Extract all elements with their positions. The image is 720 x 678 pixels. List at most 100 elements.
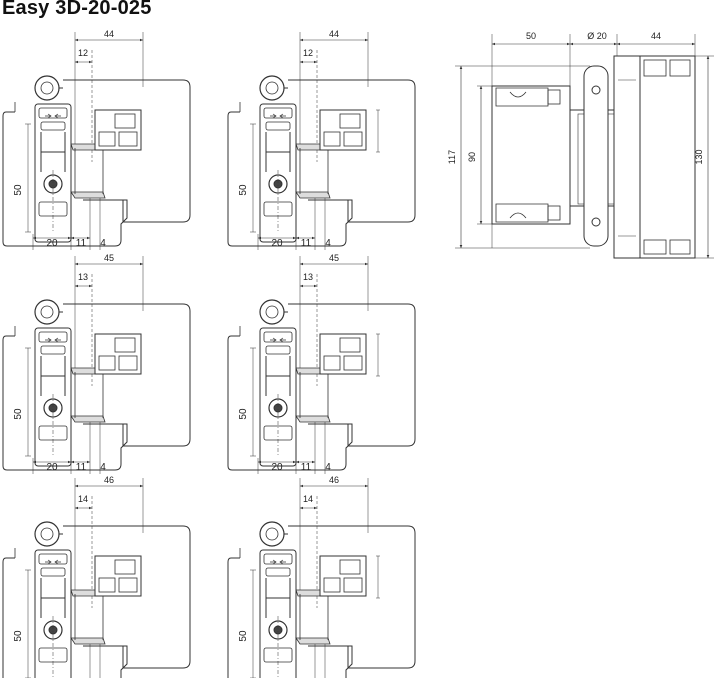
frame-outline bbox=[2, 335, 128, 471]
hinge-pin-bottom bbox=[70, 637, 106, 645]
knuckle-screw bbox=[591, 85, 601, 95]
dim-top-head-b bbox=[140, 38, 143, 42]
door-outline bbox=[63, 303, 191, 447]
pocket-cell bbox=[339, 559, 361, 575]
hinge-slot bbox=[40, 567, 66, 577]
dim-bottom-3-label: 4 bbox=[325, 238, 331, 249]
arrow-left-icon bbox=[54, 559, 61, 565]
adjuster-roller bbox=[34, 75, 60, 101]
dim-bottom-3-label: 4 bbox=[100, 238, 106, 249]
arrow-right-icon bbox=[45, 337, 52, 343]
arrow-left-icon bbox=[279, 559, 286, 565]
door-outline bbox=[63, 525, 191, 669]
dim-top-label: 46 bbox=[329, 475, 339, 485]
dim-small-head-a bbox=[75, 506, 78, 510]
side-dim-top-mid-head-a bbox=[570, 42, 573, 46]
hinge-knuckle bbox=[583, 65, 609, 247]
hinge-pin-bottom bbox=[70, 415, 106, 423]
dim-small-label: 12 bbox=[78, 48, 88, 58]
dim-small-head-b bbox=[89, 506, 92, 510]
hinge-foot bbox=[38, 201, 68, 217]
dim-bottom-1-label: 20 bbox=[271, 238, 283, 249]
bracket-curve bbox=[509, 91, 527, 219]
pocket-cell bbox=[323, 355, 341, 371]
door-pocket bbox=[94, 555, 142, 597]
arrow-right-icon bbox=[45, 113, 52, 119]
hinge-slot-top bbox=[263, 331, 293, 343]
side-dim-top-left-head-a bbox=[492, 42, 495, 46]
frame-outline bbox=[227, 111, 353, 247]
pocket-cell bbox=[323, 131, 341, 147]
bracket-tab bbox=[547, 89, 561, 105]
dim-top-label: 45 bbox=[329, 253, 339, 263]
dim-top-head-b bbox=[140, 262, 143, 266]
hinge-h-profile bbox=[40, 132, 66, 172]
hinge-slot-top bbox=[38, 553, 68, 565]
dim-top-head-b bbox=[365, 484, 368, 488]
arrow-left-icon bbox=[54, 337, 61, 343]
dim-bottom-1-label: 20 bbox=[46, 238, 58, 249]
hinge-slot-top bbox=[263, 107, 293, 119]
dim-top-label: 44 bbox=[104, 29, 114, 39]
knuckle-screw bbox=[591, 217, 601, 227]
dim-bottom-2-label: 11 bbox=[301, 462, 312, 473]
hinge-slot bbox=[265, 567, 291, 577]
hinge-slot bbox=[40, 345, 66, 355]
side-dim-top-mid-head-b bbox=[614, 42, 617, 46]
dim-side-label: 50 bbox=[238, 630, 249, 642]
top-bracket bbox=[495, 87, 549, 107]
pocket-cell bbox=[98, 577, 116, 593]
dim-small-head-a bbox=[75, 284, 78, 288]
frame-outline bbox=[227, 335, 353, 471]
dim-small-head-b bbox=[314, 60, 317, 64]
side-dim-right-head-a bbox=[706, 56, 710, 59]
page-title: Easy 3D-20-025 bbox=[2, 0, 152, 19]
pocket-cell bbox=[118, 355, 138, 371]
hinge-slot bbox=[40, 121, 66, 131]
door-cell bbox=[669, 59, 691, 77]
hinge-slot-top bbox=[263, 553, 293, 565]
door-pocket bbox=[319, 109, 367, 151]
dim-top-head-b bbox=[365, 38, 368, 42]
hinge-h-profile bbox=[265, 356, 291, 396]
door-cell bbox=[669, 239, 691, 255]
adjuster-roller-inner bbox=[265, 81, 279, 95]
door-outline bbox=[63, 79, 191, 223]
dim-bottom-2-head-a bbox=[296, 460, 299, 464]
adjuster-roller-inner bbox=[265, 305, 279, 319]
arrow-left-icon bbox=[54, 113, 61, 119]
hinge-section-6: 46145020114 bbox=[227, 475, 416, 678]
hinge-pin-bottom bbox=[295, 637, 331, 645]
dim-side-label: 50 bbox=[238, 408, 249, 420]
hinge-h-profile bbox=[265, 132, 291, 172]
dim-bottom-3-label: 4 bbox=[325, 462, 331, 473]
side-dim-top-mid-label: Ø 20 bbox=[587, 31, 607, 41]
dim-bottom-2-head-a bbox=[296, 236, 299, 240]
hinge-slot bbox=[265, 345, 291, 355]
pocket-cell bbox=[118, 131, 138, 147]
frame-outline bbox=[2, 111, 128, 247]
dim-bottom-1-head-a bbox=[33, 236, 36, 240]
dim-small-label: 14 bbox=[303, 494, 313, 504]
dim-bottom-1-label: 20 bbox=[46, 462, 58, 473]
hinge-h-profile bbox=[265, 578, 291, 618]
pocket-cell bbox=[343, 577, 363, 593]
dim-top-head-a bbox=[300, 262, 303, 266]
door-outline bbox=[288, 525, 416, 669]
pocket-cell bbox=[98, 355, 116, 371]
pocket-cell bbox=[339, 337, 361, 353]
side-dim-top-right-head-b bbox=[692, 42, 695, 46]
dim-side-label: 50 bbox=[238, 184, 249, 196]
adjuster-roller-inner bbox=[40, 81, 54, 95]
hinge-foot bbox=[38, 647, 68, 663]
side-dim-left-outer-label: 117 bbox=[447, 150, 457, 164]
dim-side-label: 50 bbox=[13, 184, 24, 196]
hinge-pin-bottom bbox=[295, 415, 331, 423]
dim-side-label: 50 bbox=[13, 630, 24, 642]
dim-small-label: 14 bbox=[78, 494, 88, 504]
arrow-right-icon bbox=[270, 559, 277, 565]
dim-top-label: 45 bbox=[104, 253, 114, 263]
